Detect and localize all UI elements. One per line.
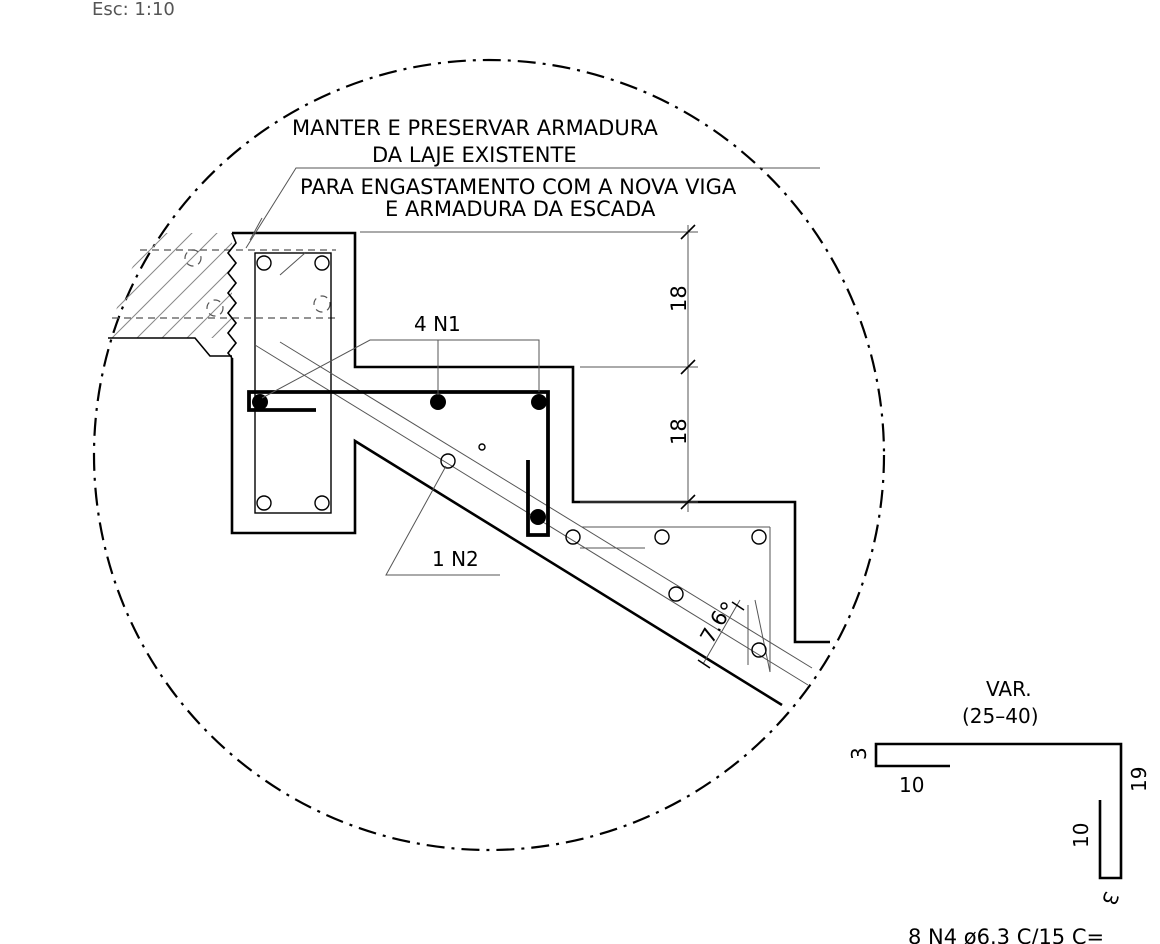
beam-stair-outline (232, 231, 830, 644)
bar-spec: 8 N4 ø6.3 C/15 C= (908, 925, 1104, 944)
bar-detail-n4: VAR. (25–40) 3 10 19 10 3 8 N4 ø6.3 C/15… (847, 677, 1151, 944)
var-label: VAR. (986, 677, 1032, 701)
break-line (226, 232, 238, 359)
n1-bar-dot (530, 509, 546, 525)
label-n2: 1 N2 (432, 547, 479, 571)
dim-lower: 18 (667, 418, 691, 445)
var-range: (25–40) (962, 704, 1039, 728)
n1-bar-dot (252, 394, 268, 410)
label-n1: 4 N1 (414, 312, 461, 336)
slab-rebar-line (279, 341, 813, 669)
n2-leader (385, 465, 500, 576)
note-line-3: PARA ENGASTAMENTO COM A NOVA VIGA (300, 175, 737, 199)
dim-19: 19 (1127, 767, 1151, 792)
detail-circle (92, 58, 886, 852)
beam-stirrup (254, 252, 332, 514)
n1-bar (247, 390, 550, 537)
dim-upper: 18 (667, 285, 691, 312)
existing-slab-hatch (108, 233, 336, 338)
note-line-1: MANTER E PRESERVAR ARMADURA (292, 116, 658, 140)
dim-slab: 7.6 (696, 607, 733, 648)
slab-thickness-dimension: 7.6 (696, 599, 745, 669)
beam-bar (256, 495, 272, 511)
beam-bar (314, 495, 330, 511)
n4-bar-shape (874, 742, 1123, 880)
n1-leader (261, 339, 540, 399)
beam-stair-outline-lower (230, 358, 783, 707)
dim-3-top: 3 (847, 747, 871, 760)
scale-label: Esc: 1:10 (92, 0, 175, 20)
n1-bar-dot (531, 394, 547, 410)
dim-10-horizontal: 10 (899, 773, 924, 797)
vertical-dimension: 18 18 (360, 224, 698, 512)
note-line-4: E ARMADURA DA ESCADA (385, 197, 656, 221)
dim-10-vertical: 10 (1069, 823, 1093, 848)
note-leader (245, 167, 820, 249)
n1-bar-dot (430, 394, 446, 410)
note-line-2: DA LAJE EXISTENTE (372, 143, 577, 167)
existing-slab-edge (108, 337, 232, 357)
beam-bar (314, 255, 330, 271)
dim-3-bottom: 3 (1097, 888, 1124, 908)
n2-bar (440, 453, 456, 469)
beam-bar (256, 255, 272, 271)
